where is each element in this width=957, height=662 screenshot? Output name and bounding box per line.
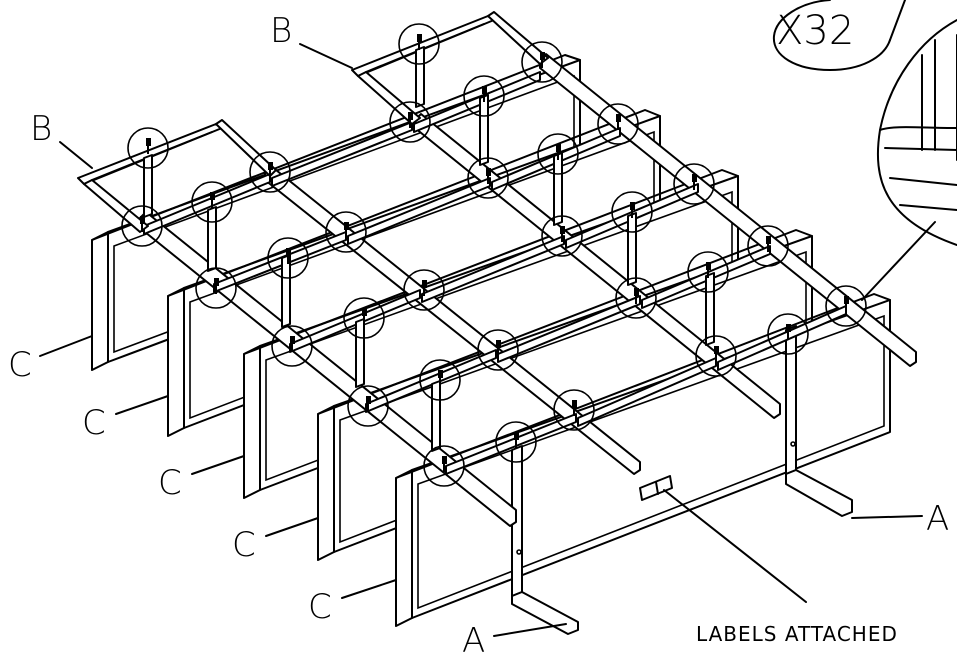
labels-attached-note: LABELS ATTACHED	[696, 622, 898, 646]
fastener	[687, 251, 729, 293]
fastener	[191, 181, 233, 223]
fastener	[825, 285, 867, 327]
label-b: B	[30, 109, 52, 149]
callout-b-top: B	[270, 11, 353, 69]
post-group	[143, 46, 715, 452]
fastener	[767, 313, 809, 355]
multiplier-bubble: X32	[772, 0, 906, 71]
callout-b-left: B	[30, 109, 93, 169]
fastener	[403, 269, 445, 311]
fastener	[389, 101, 431, 143]
callout-c-1: C	[8, 335, 93, 385]
fastener	[597, 103, 639, 145]
leg	[785, 325, 853, 517]
detail-leader-line	[861, 221, 936, 301]
rail-group	[139, 53, 917, 527]
label-c: C	[82, 403, 106, 443]
top-frame	[351, 11, 549, 125]
callout-c-2: C	[82, 395, 169, 443]
fastener	[537, 133, 579, 175]
fastener	[347, 385, 389, 427]
fastener	[615, 277, 657, 319]
fastener	[419, 359, 461, 401]
label-c: C	[158, 463, 182, 503]
label-c: C	[232, 525, 256, 565]
long-rail	[539, 53, 917, 367]
callout-c-3: C	[158, 455, 245, 503]
fastener	[423, 445, 465, 487]
fastener-group	[121, 23, 867, 487]
label-a: A	[462, 621, 485, 657]
fastener	[553, 389, 595, 431]
fastener	[541, 215, 583, 257]
callout-c-4: C	[232, 517, 319, 565]
multiplier-label: X32	[776, 8, 854, 54]
cross-rail-group	[143, 71, 847, 475]
fastener	[195, 267, 237, 309]
fastener	[521, 41, 563, 83]
callout-a-right: A	[851, 499, 949, 539]
detail-magnifier	[861, 19, 957, 301]
fastener	[695, 335, 737, 377]
label-a: A	[926, 499, 949, 539]
fastener	[398, 23, 440, 65]
fastener	[325, 211, 367, 253]
callout-labels-attached: LABELS ATTACHED	[663, 489, 898, 646]
leg-group	[511, 325, 853, 635]
callout-c-5: C	[308, 579, 397, 627]
label-c: C	[8, 345, 32, 385]
label-b: B	[270, 11, 292, 51]
fastener	[467, 157, 509, 199]
fastener	[121, 205, 163, 247]
fastener	[343, 297, 385, 339]
fastener	[267, 237, 309, 279]
fastener	[747, 225, 789, 267]
fastener	[127, 127, 169, 169]
fastener	[673, 163, 715, 205]
fastener	[611, 191, 653, 233]
fastener	[463, 75, 505, 117]
fastener	[249, 151, 291, 193]
fastener	[495, 421, 537, 463]
fastener	[477, 329, 519, 371]
label-c: C	[308, 587, 332, 627]
callout-a-front: A	[462, 621, 567, 661]
top-frame	[77, 119, 277, 233]
fastener	[271, 325, 313, 367]
